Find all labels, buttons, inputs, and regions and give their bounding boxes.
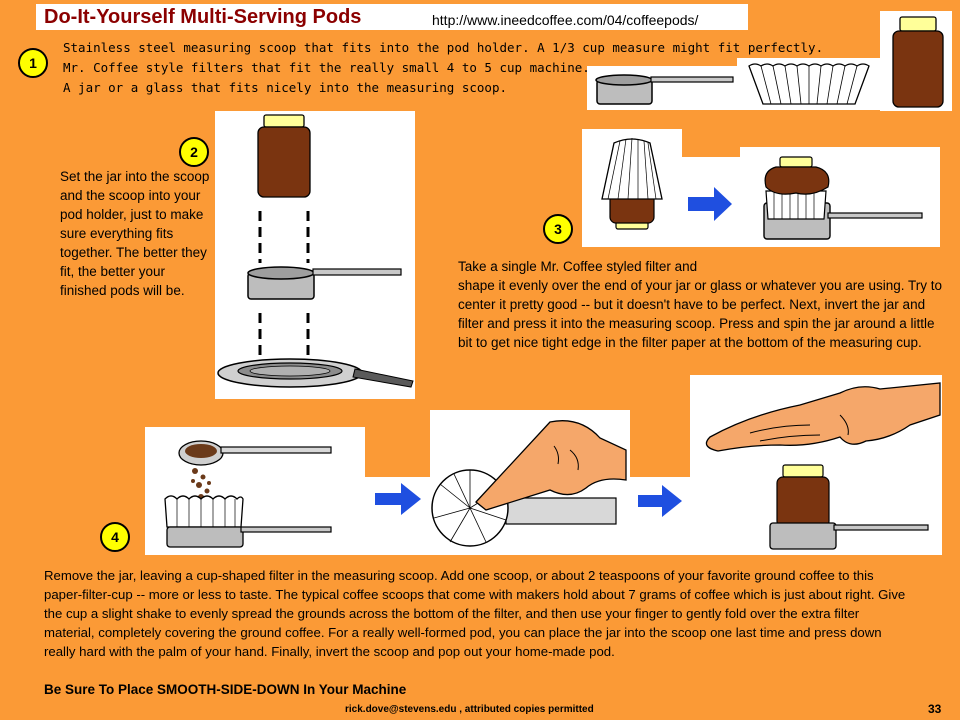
jar-icon [892,16,944,108]
step-2-badge: 2 [179,137,209,167]
paper-filter-icon [748,63,870,105]
page-title: Do-It-Yourself Multi-Serving Pods [44,6,362,28]
step-4-arrow-panel-1 [365,477,430,555]
jar-in-scoop-icon [763,156,923,240]
step-3-text: Take a single Mr. Coffee styled filter a… [458,257,948,352]
step-1-line-3: A jar or a glass that fits nicely into t… [63,80,508,95]
step-1-line-1: Stainless steel measuring scoop that fit… [63,40,824,55]
arrow-right-icon [688,187,732,221]
finger-folding-filter-icon [431,420,627,547]
hand-pressing-jar-icon [705,382,941,550]
step-1-line-2: Mr. Coffee style filters that fit the re… [63,60,590,75]
add-coffee-image [145,427,365,555]
step-2-text: Set the jar into the scoop and the scoop… [60,169,210,298]
filter-on-jar-image [582,129,682,247]
step-3-badge: 3 [543,214,573,244]
jar-image [880,11,952,111]
step-1-badge: 1 [18,48,48,78]
placement-warning: Be Sure To Place SMOOTH-SIDE-DOWN In You… [44,682,407,697]
measuring-scoop-icon [595,74,734,105]
jar-in-scoop-image [740,147,940,247]
step-3-text-rest: shape it evenly over the end of your jar… [458,278,943,350]
source-url[interactable]: http://www.ineedcoffee.com/04/coffeepods… [432,12,699,28]
press-jar-image [690,375,942,555]
step-4-text: Remove the jar, leaving a cup-shaped fil… [44,568,906,659]
filter-image [737,58,880,110]
assembly-image [215,111,415,399]
scoop-image [587,66,737,110]
arrow-right-icon [638,485,682,517]
title-bar [36,4,748,30]
footer-credit: rick.dove@stevens.edu , attributed copie… [345,704,594,715]
step-4-badge: 4 [100,522,130,552]
step-3-arrow-panel [682,157,740,247]
page-number: 33 [928,702,942,716]
fold-filter-image [430,410,630,555]
coffee-spoon-filter-icon [164,440,332,548]
step-4-arrow-panel-2 [630,477,690,555]
jar-scoop-holder-icon [217,114,414,388]
step-3-text-line-1: Take a single Mr. Coffee styled filter a… [458,259,698,274]
filter-over-jar-icon [601,137,663,230]
arrow-right-icon [375,483,421,515]
